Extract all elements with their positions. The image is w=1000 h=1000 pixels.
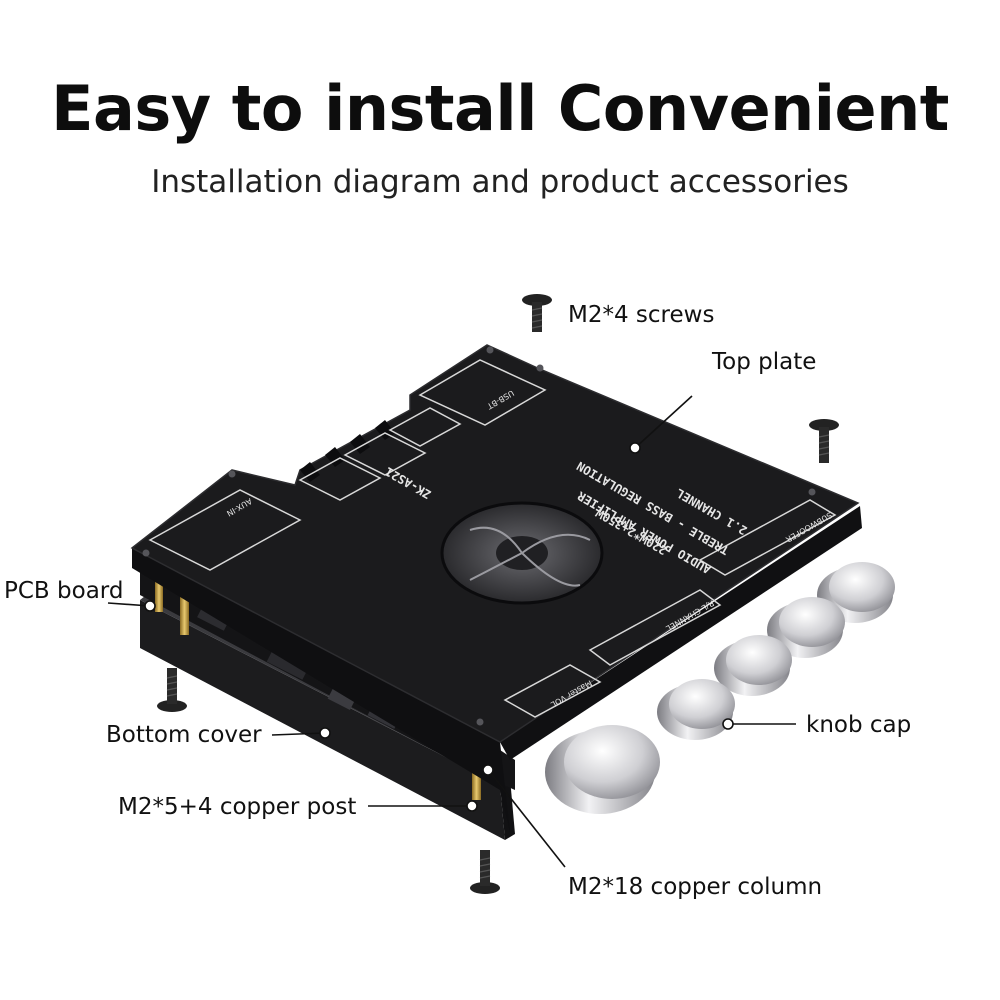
knobs bbox=[545, 562, 895, 814]
label-top-plate: Top plate bbox=[712, 349, 817, 375]
page-title: Easy to install Convenient bbox=[51, 72, 949, 145]
screw-icon bbox=[522, 294, 552, 332]
leader-solid-dots bbox=[319, 442, 641, 739]
label-bottom-cover: Bottom cover bbox=[106, 722, 262, 748]
m2-4-screw-icons bbox=[157, 294, 839, 894]
label-copper-post: M2*5+4 copper post bbox=[118, 794, 357, 820]
page-subtitle: Installation diagram and product accesso… bbox=[151, 164, 849, 200]
knob-sub-freq bbox=[767, 597, 845, 658]
screw-icon bbox=[157, 668, 187, 712]
screw-icon bbox=[809, 419, 839, 463]
bt-port-box bbox=[418, 359, 547, 426]
knob-treble bbox=[714, 635, 792, 696]
subwoofer-box bbox=[698, 499, 837, 576]
knob-bass bbox=[657, 679, 735, 740]
label-knob-cap: knob cap bbox=[806, 712, 912, 738]
aux-port-box bbox=[148, 489, 302, 571]
top-plate bbox=[130, 344, 860, 743]
screw-icon bbox=[470, 850, 500, 894]
label-m2-4-screws: M2*4 screws bbox=[568, 302, 715, 328]
channel-box bbox=[588, 589, 722, 666]
label-pcb-board: PCB board bbox=[4, 578, 124, 604]
top-plate-side bbox=[132, 506, 862, 832]
leader-lines bbox=[107, 395, 796, 868]
knob-master bbox=[545, 725, 660, 814]
label-copper-column: M2*18 copper column bbox=[568, 874, 823, 900]
master-vol-box bbox=[503, 664, 602, 718]
leader-dots bbox=[144, 600, 734, 812]
